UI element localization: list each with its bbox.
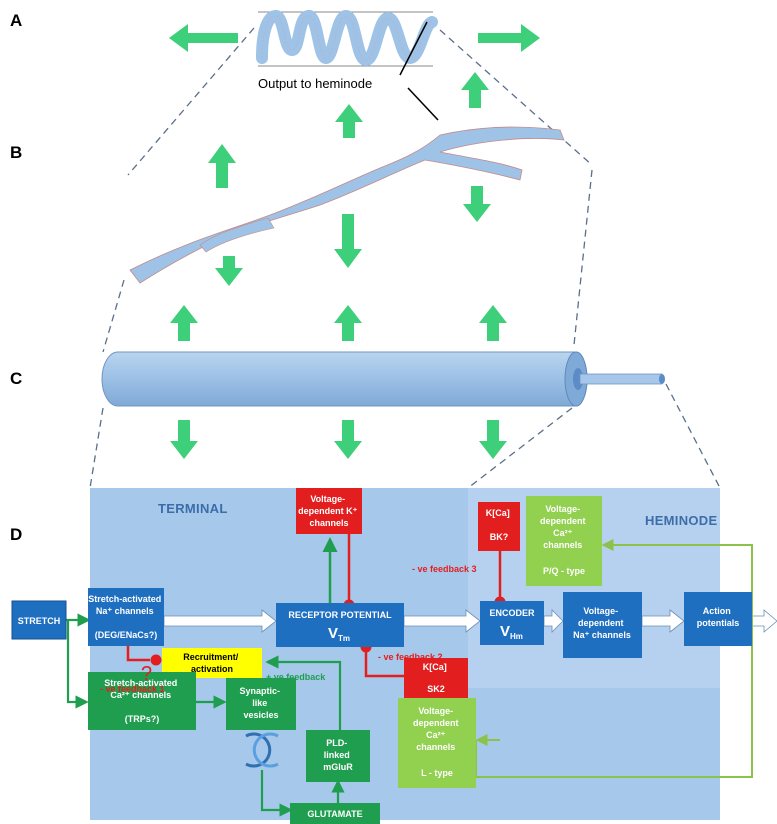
heminode-coil bbox=[256, 9, 438, 67]
box-kca-bk: K[Ca] BK? bbox=[478, 502, 520, 551]
box-recruitment-text: Recruitment/ activation bbox=[183, 652, 241, 674]
box-glutamate: GLUTAMATE bbox=[290, 803, 380, 824]
flow-arrow-encoder-vdna bbox=[543, 609, 564, 633]
inhibit-dot-na bbox=[150, 654, 162, 666]
green-arrow-left bbox=[169, 24, 238, 52]
coil-outline bbox=[261, 15, 433, 61]
box-vesicles-text: Synaptic- like vesicles bbox=[239, 686, 282, 720]
panel-label-d: D bbox=[10, 525, 22, 544]
panel-c bbox=[101, 305, 665, 459]
arrow-c-up-2 bbox=[334, 305, 362, 341]
dendrite-sub-branch bbox=[199, 217, 275, 253]
box-ca-stretch-text: Stretch-activated Ca²⁺ channels (TRPs?) bbox=[104, 678, 180, 724]
arrow-c-down-3 bbox=[479, 420, 507, 459]
box-kca-sk2-text: K[Ca] SK2 bbox=[423, 662, 450, 694]
box-pld-mglur: PLD- linked mGluR bbox=[306, 730, 370, 782]
connectors bbox=[66, 534, 777, 817]
axon-root bbox=[573, 368, 583, 390]
box-ap-text: Action potentials bbox=[697, 606, 740, 628]
feedback-1-label: - ve feedback 1 bbox=[100, 684, 165, 694]
panel-d: TERMINAL HEMINODE bbox=[11, 488, 777, 824]
panel-label-c: C bbox=[10, 369, 22, 388]
zoom-line-bc-right bbox=[573, 169, 593, 346]
panel-label-b: B bbox=[10, 143, 22, 162]
flow-arrow-ap-out bbox=[751, 609, 777, 633]
box-vdk: Voltage- dependent K⁺ channels bbox=[296, 488, 362, 534]
arrow-c-down-1 bbox=[170, 420, 198, 459]
box-synaptic-vesicles: Synaptic- like vesicles bbox=[226, 678, 296, 730]
arrow-b-up-2 bbox=[335, 104, 363, 138]
box-vdca-pq: Voltage- dependent Ca²⁺ channels P/Q - t… bbox=[526, 496, 602, 586]
zoom-line-cd-left bbox=[89, 407, 104, 489]
dendrite-branch bbox=[129, 126, 565, 284]
arrow-vesicles-glutamate bbox=[260, 770, 293, 817]
zoom-line-ab-left bbox=[127, 27, 255, 176]
feedback-3-label: - ve feedback 3 bbox=[412, 564, 477, 574]
box-action-potentials: Action potentials bbox=[684, 592, 752, 646]
arrow-c-up-3 bbox=[479, 305, 507, 341]
arrow-b-up-1 bbox=[208, 144, 236, 188]
box-receptor-potential: RECEPTOR POTENTIAL VTm bbox=[276, 603, 404, 647]
zoom-line-cd-mid bbox=[467, 407, 573, 489]
cycle-icon-2 bbox=[252, 732, 279, 768]
box-vdk-text: Voltage- dependent K⁺ channels bbox=[298, 494, 360, 528]
axon bbox=[579, 373, 663, 385]
box-encoder: ENCODER VHm bbox=[480, 601, 544, 645]
box-vdna-text: Voltage- dependent Na⁺ channels bbox=[573, 606, 631, 640]
terminal-cylinder bbox=[101, 351, 588, 407]
zoom-line-ab-right bbox=[439, 29, 593, 166]
box-receptor-text: RECEPTOR POTENTIAL bbox=[288, 610, 392, 620]
box-kca-bk-text: K[Ca] BK? bbox=[486, 508, 513, 542]
axon-end bbox=[659, 374, 665, 384]
arrow-stretch-ca bbox=[66, 620, 89, 709]
flow-arrow-na-receptor bbox=[163, 609, 277, 633]
receptor-v: VTm bbox=[328, 625, 350, 643]
box-kca-sk2: K[Ca] SK2 bbox=[404, 658, 468, 698]
feedback-2-label: - ve feedback 2 bbox=[378, 652, 443, 662]
arrow-b-down-2 bbox=[334, 214, 362, 268]
question-mark: ? bbox=[141, 663, 152, 685]
positive-feedback-label: + ve feedback bbox=[266, 672, 326, 682]
box-vdca-l-text: Voltage- dependent Ca²⁺ channels L - typ… bbox=[413, 706, 461, 778]
inhibit-sk2-receptor bbox=[364, 648, 404, 678]
box-mglur-text: PLD- linked mGluR bbox=[323, 738, 353, 772]
flow-arrow-vdna-ap bbox=[641, 609, 685, 633]
box-vdca-pq-text: Voltage- dependent Ca²⁺ channels P/Q - t… bbox=[540, 504, 588, 576]
output-pointer bbox=[399, 21, 428, 76]
arrow-b-down-1 bbox=[215, 256, 243, 286]
output-label: Output to heminode bbox=[258, 76, 372, 91]
box-glutamate-text: GLUTAMATE bbox=[307, 809, 362, 819]
zoom-line-cd-right bbox=[665, 383, 721, 489]
terminal-label: TERMINAL bbox=[158, 501, 228, 516]
box-encoder-text: ENCODER bbox=[489, 608, 535, 618]
box-vdca-l: Voltage- dependent Ca²⁺ channels L - typ… bbox=[398, 698, 476, 788]
box-stretch-text: STRETCH bbox=[18, 616, 61, 626]
panel-b bbox=[129, 72, 565, 286]
output-pointer-b bbox=[407, 87, 439, 121]
box-na-stretch: Stretch-activated Na⁺ channels (DEG/ENaC… bbox=[88, 588, 164, 646]
inhibit-na-recruitment bbox=[126, 646, 150, 662]
zoom-line-bc-left bbox=[102, 279, 125, 353]
arrow-b-up-3 bbox=[461, 72, 489, 108]
arrow-c-down-2 bbox=[334, 420, 362, 459]
box-na-stretch-text: Stretch-activated Na⁺ channels (DEG/ENaC… bbox=[88, 594, 164, 640]
box-vdna: Voltage- dependent Na⁺ channels bbox=[563, 592, 642, 658]
arrow-b-down-3 bbox=[463, 186, 491, 222]
box-ca-stretch: Stretch-activated Ca²⁺ channels (TRPs?) bbox=[88, 672, 196, 730]
green-arrow-right bbox=[478, 24, 540, 52]
arrow-c-up-1 bbox=[170, 305, 198, 341]
flow-arrow-receptor-encoder bbox=[403, 609, 481, 633]
cycle-icon bbox=[245, 732, 272, 768]
panel-a: Output to heminode bbox=[169, 9, 540, 121]
encoder-v: VHm bbox=[500, 623, 523, 641]
heminode-label: HEMINODE bbox=[645, 513, 717, 528]
arrow-mglur-recruitment bbox=[265, 655, 342, 730]
panel-label-a: A bbox=[10, 11, 22, 30]
box-stretch: STRETCH bbox=[11, 600, 67, 640]
